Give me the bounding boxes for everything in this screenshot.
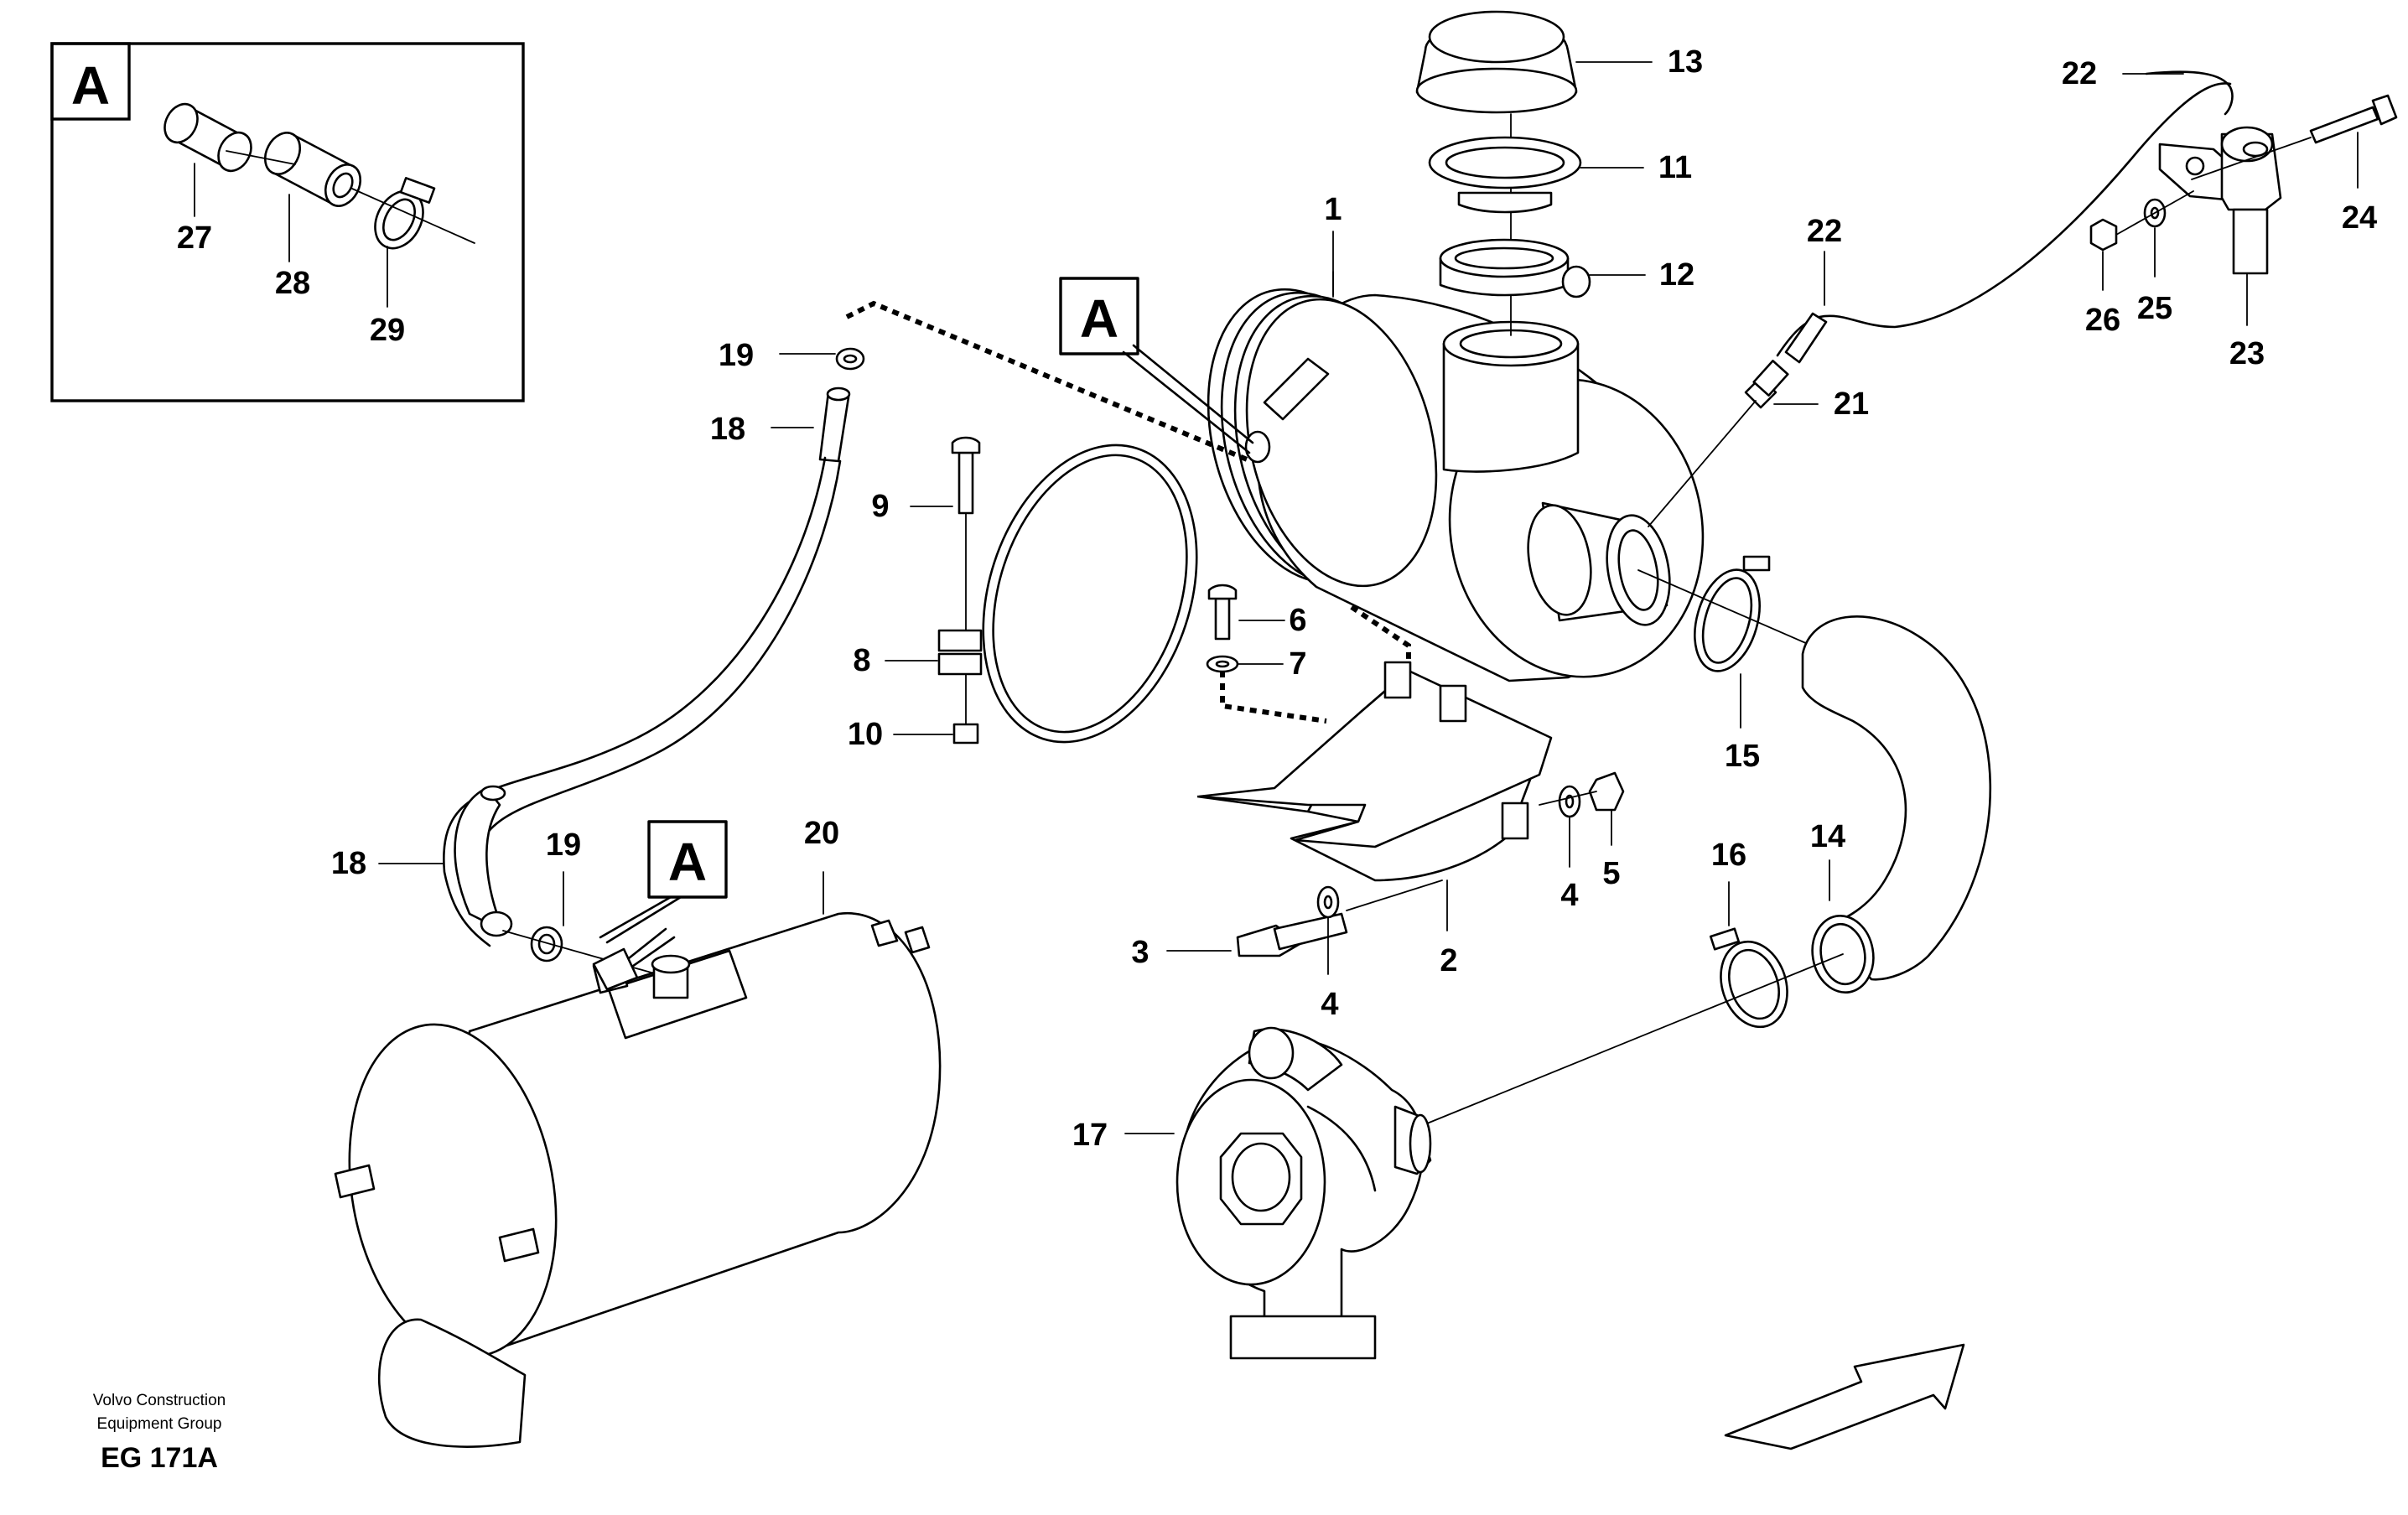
detail-a-marker-lower: A xyxy=(599,820,728,944)
part-15-clamp: 15 xyxy=(1694,555,1771,774)
part-22-tube-upper: 22 xyxy=(2062,56,2234,116)
detail-a-tag xyxy=(50,42,131,121)
part-4-washer-lower: 4 xyxy=(1316,885,1340,1022)
part-26-nut: 26 xyxy=(2085,218,2120,338)
part-11-ring: 11 xyxy=(1428,136,1692,214)
direction-arrow-icon xyxy=(1724,1343,1965,1450)
detail-a-frame xyxy=(50,42,525,402)
callout-12: 12 xyxy=(1659,257,1694,293)
callout-19-upper: 19 xyxy=(719,338,754,373)
callout-18-lower: 18 xyxy=(331,846,366,881)
detail-a-inset: A 27 28 29 xyxy=(50,42,525,402)
part-20-muffler: 20 xyxy=(334,816,942,1448)
callout-4-lower: 4 xyxy=(1321,987,1338,1022)
callout-25: 25 xyxy=(2137,291,2172,326)
svg-text:A: A xyxy=(668,832,707,892)
callout-10: 10 xyxy=(848,717,883,752)
callout-18-upper: 18 xyxy=(710,412,745,447)
band-clamp-assembly: 9 8 10 xyxy=(848,436,1198,752)
callout-19-lower: 19 xyxy=(546,828,581,863)
part-13-cap: 13 xyxy=(1415,10,1703,114)
detail-a-tag-letter: A xyxy=(71,55,110,116)
callout-8: 8 xyxy=(853,643,870,678)
part-27-sleeve xyxy=(163,102,252,173)
part-28-sleeve xyxy=(263,132,362,207)
part-19-clamp-upper: 19 xyxy=(719,338,865,373)
callout-1: 1 xyxy=(1324,192,1342,227)
part-7-washer: 7 xyxy=(1206,646,1307,682)
part-18-hose-lower: 18 xyxy=(331,785,513,937)
part-14-hose: 14 xyxy=(1801,615,1992,994)
part-23-sensor: 23 xyxy=(2158,126,2282,371)
callout-22-upper: 22 xyxy=(2062,56,2097,91)
part-25-washer: 25 xyxy=(2137,198,2172,326)
part-21-fitting: 21 xyxy=(1744,360,1869,422)
detail-a-marker-upper: A xyxy=(1059,277,1254,454)
part-1-air-cleaner: 1 xyxy=(1207,192,1705,682)
part-2-bracket: 2 xyxy=(1196,661,1553,978)
footer: Volvo Construction Equipment Group EG 17… xyxy=(93,1392,226,1474)
callout-4-upper: 4 xyxy=(1560,878,1578,913)
callout-13: 13 xyxy=(1668,44,1703,80)
callout-24: 24 xyxy=(2342,200,2377,236)
part-3-bolt: 3 xyxy=(1131,912,1348,970)
svg-text:A: A xyxy=(1080,288,1118,349)
part-4-washer-upper: 4 xyxy=(1558,785,1581,913)
callout-28: 28 xyxy=(275,266,310,301)
callout-11: 11 xyxy=(1658,150,1692,185)
callout-29: 29 xyxy=(370,313,405,348)
figure-code: EG 171A xyxy=(101,1442,218,1474)
callout-3: 3 xyxy=(1131,935,1149,970)
callout-2: 2 xyxy=(1440,943,1457,978)
callout-16: 16 xyxy=(1711,838,1746,873)
callout-26: 26 xyxy=(2085,303,2120,338)
part-12-clamp: 12 xyxy=(1439,238,1694,298)
callout-15: 15 xyxy=(1725,739,1760,774)
part-18-hose-upper: 18 xyxy=(710,387,851,463)
callout-5: 5 xyxy=(1602,856,1620,891)
callout-9: 9 xyxy=(871,489,889,524)
part-6-bolt: 6 xyxy=(1207,584,1307,641)
footer-company-line2: Equipment Group xyxy=(97,1415,222,1433)
callout-23: 23 xyxy=(2229,336,2265,371)
callout-20: 20 xyxy=(804,816,839,851)
callout-14: 14 xyxy=(1810,819,1845,854)
part-24-bolt: 24 xyxy=(2191,94,2398,236)
callout-27: 27 xyxy=(177,221,212,256)
part-29-clamp xyxy=(374,177,436,250)
callout-22-lower: 22 xyxy=(1807,214,1842,249)
callout-7: 7 xyxy=(1289,646,1306,682)
part-5-nut: 5 xyxy=(1588,771,1625,891)
callout-6: 6 xyxy=(1289,603,1306,638)
part-17-turbocharger: 17 xyxy=(1072,1026,1432,1360)
part-22-tube-lower: 22 xyxy=(1776,82,2232,364)
callout-21: 21 xyxy=(1834,387,1869,422)
part-16-clamp: 16 xyxy=(1709,838,1788,1029)
callout-17: 17 xyxy=(1072,1118,1108,1153)
part-19-clamp-lower: 19 xyxy=(530,828,581,962)
footer-company-line1: Volvo Construction xyxy=(93,1392,226,1409)
